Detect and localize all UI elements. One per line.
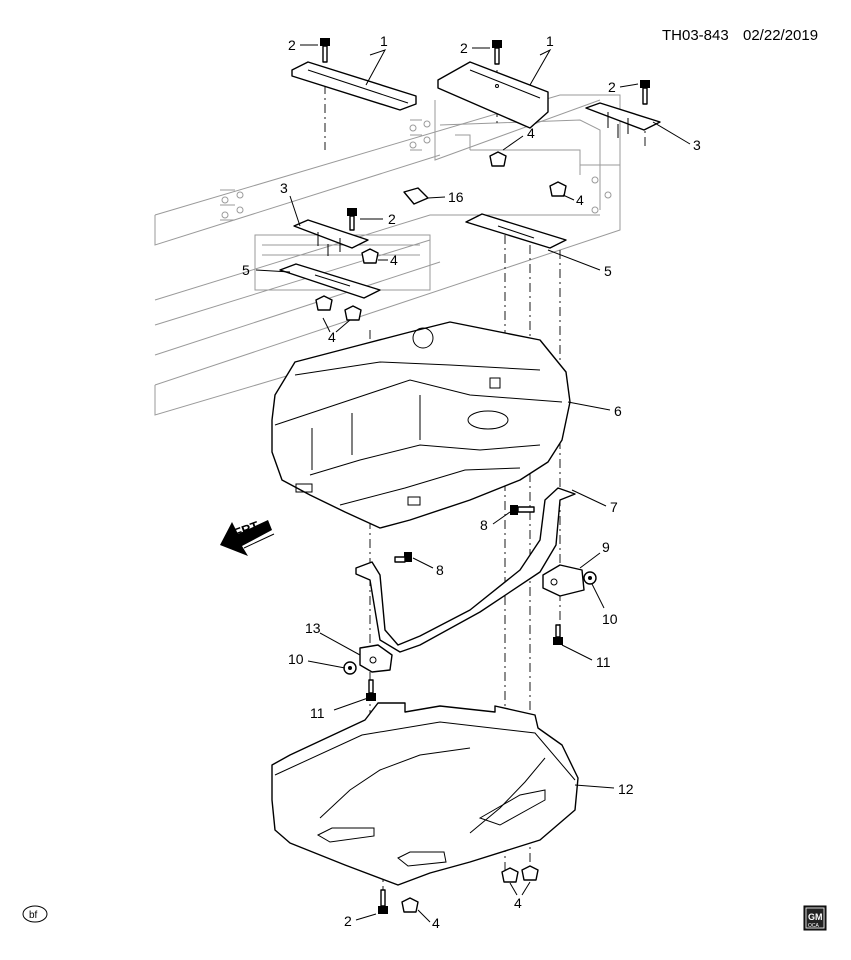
fuel-tank xyxy=(271,321,571,529)
callout-2-top-mid: 2 xyxy=(460,40,468,56)
callout-5-left: 5 xyxy=(242,262,250,278)
gm-logo-subtext: OCA xyxy=(808,923,820,929)
retainer-clip xyxy=(403,187,429,205)
nut-10-left xyxy=(343,661,357,675)
lower-bracket-left xyxy=(279,263,381,299)
callout-10-left: 10 xyxy=(288,651,304,667)
nut-4-b xyxy=(549,181,567,197)
callout-5-right: 5 xyxy=(604,263,612,279)
callout-11-right: 11 xyxy=(596,654,611,670)
gm-logo: GM OCA xyxy=(803,905,827,931)
studded-plate-right xyxy=(585,102,661,138)
callout-4-e: 4 xyxy=(432,915,440,931)
callout-16: 16 xyxy=(448,189,464,205)
vehicle-frame xyxy=(154,94,621,416)
tank-strap xyxy=(355,487,576,653)
callout-8-lower: 8 xyxy=(436,562,444,578)
nut-4-a xyxy=(489,151,507,167)
bolt-8-upper xyxy=(510,505,535,515)
strap-bracket-left xyxy=(359,644,393,673)
nut-4-c xyxy=(361,248,379,264)
callout-4-d: 4 xyxy=(328,329,336,345)
bolt-2-top-mid xyxy=(492,40,502,65)
callout-9: 9 xyxy=(602,539,610,555)
callout-3-right: 3 xyxy=(693,137,701,153)
callout-13: 13 xyxy=(305,620,321,636)
nut-4-g xyxy=(501,867,519,883)
bolt-11-left xyxy=(366,679,376,701)
diagram-date: 02/22/2019 xyxy=(743,27,818,44)
bolt-2-bottom xyxy=(378,889,388,914)
strap-bracket-right xyxy=(542,564,585,597)
callout-2-top-right: 2 xyxy=(608,79,616,95)
callout-4-a: 4 xyxy=(527,125,535,141)
callout-6: 6 xyxy=(614,403,622,419)
bolt-2-top-left xyxy=(320,38,330,63)
callout-8-upper: 8 xyxy=(480,517,488,533)
bolt-11-right xyxy=(553,624,563,645)
front-direction-arrow: FRT xyxy=(220,518,275,556)
bolt-2-mid xyxy=(347,208,357,231)
nut-4-d xyxy=(315,295,333,311)
callout-1-right: 1 xyxy=(546,33,554,49)
callout-3-left: 3 xyxy=(280,180,288,196)
diagram-code: TH03-843 xyxy=(662,27,729,44)
nut-10-right xyxy=(583,571,597,585)
callout-4-f: 4 xyxy=(514,895,522,911)
lower-bracket-right xyxy=(465,213,567,249)
callout-11-left: 11 xyxy=(310,705,325,721)
bolt-8-lower xyxy=(394,552,412,563)
nut-4-h xyxy=(521,865,539,881)
callout-10-right: 10 xyxy=(602,611,618,627)
upper-strap-right xyxy=(437,61,549,129)
fuel-tank-shield xyxy=(271,702,579,886)
callout-7: 7 xyxy=(610,499,618,515)
callout-12: 12 xyxy=(618,781,634,797)
callout-4-b: 4 xyxy=(576,192,584,208)
bf-label: bf xyxy=(29,910,38,921)
callout-2-bottom: 2 xyxy=(344,913,352,929)
bolt-2-top-right xyxy=(640,80,650,105)
bf-corner-mark: bf xyxy=(22,905,48,923)
nut-4-f xyxy=(401,897,419,913)
upper-strap-left xyxy=(291,61,417,111)
studded-plate-left xyxy=(293,219,369,256)
callout-2-mid: 2 xyxy=(388,211,396,227)
callout-4-c: 4 xyxy=(390,252,398,268)
gm-logo-text: GM xyxy=(808,912,823,922)
callout-1-left: 1 xyxy=(380,33,388,49)
callout-2-top-left: 2 xyxy=(288,37,296,53)
callouts: 1 1 2 2 2 2 2 3 3 4 4 4 4 4 4 5 5 6 7 8 … xyxy=(242,33,701,931)
leader-lines xyxy=(255,44,691,923)
nut-4-e xyxy=(344,305,362,321)
